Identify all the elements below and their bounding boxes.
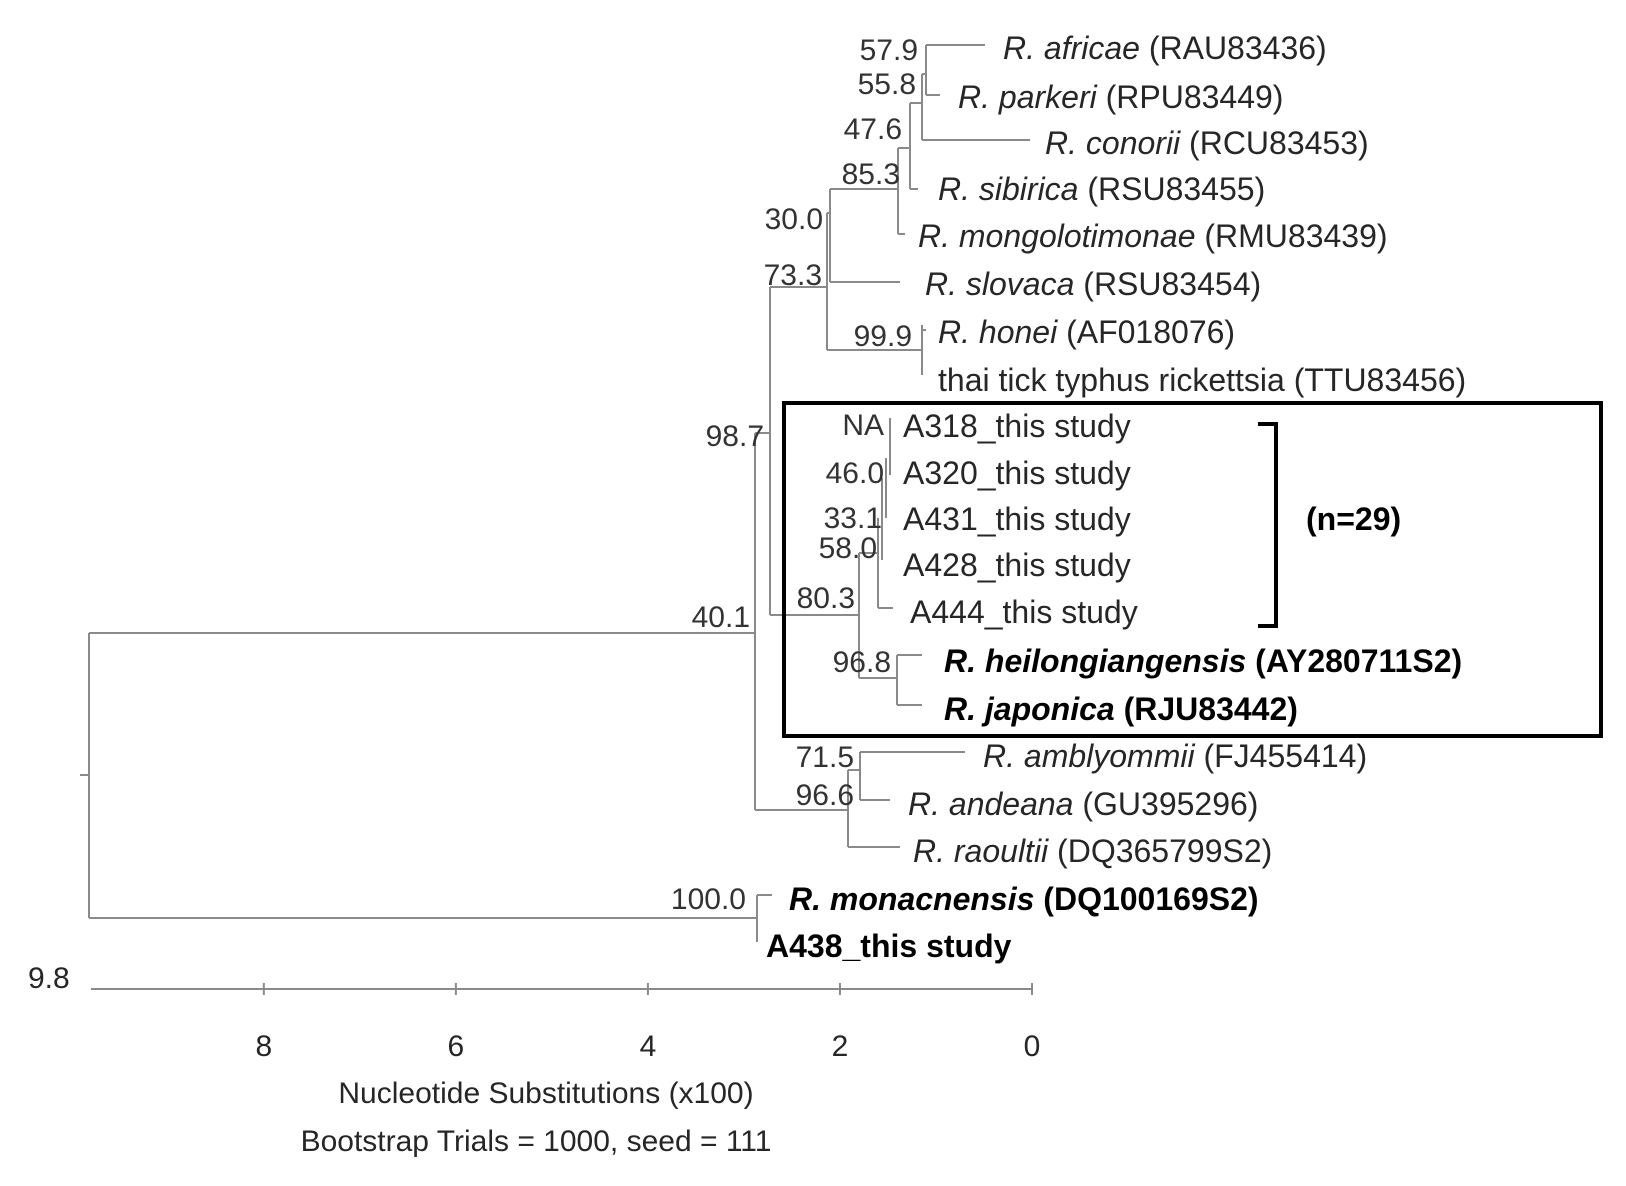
axis-tick-label: 6: [448, 1030, 465, 1063]
taxon-accession: A428_this study: [903, 547, 1131, 583]
axis-tick-label: 8: [255, 1030, 272, 1063]
taxon-label-a444: A444_this study: [910, 594, 1138, 630]
taxon-accession: (RAU83436): [1149, 30, 1327, 66]
taxon-accession: (RSU83455): [1087, 171, 1265, 207]
taxon-label-thai: thai tick typhus rickettsia (TTU83456): [938, 362, 1466, 398]
axis-tick-label: 4: [640, 1030, 657, 1063]
taxon-label-japonica: R. japonica (RJU83442): [944, 691, 1298, 727]
axis-tick-label: 2: [832, 1030, 849, 1063]
taxon-species-name: R. heilongiangensis: [944, 643, 1255, 679]
taxon-species-name: R. mongolotimonae: [918, 218, 1204, 254]
taxon-label-andeana: R. andeana (GU395296): [908, 786, 1258, 822]
axis-ticks: 8 6 4 2 0: [255, 983, 1040, 1063]
taxon-species-name: R. parkeri: [958, 79, 1106, 115]
bootstrap-value: 100.0: [671, 883, 746, 916]
bootstrap-value: 71.5: [796, 741, 854, 774]
taxon-species-name: R. japonica: [944, 691, 1124, 727]
taxon-label-sibirica: R. sibirica (RSU83455): [938, 171, 1265, 207]
taxon-accession: (DQ365799S2): [1057, 833, 1272, 869]
taxon-labels: R. africae (RAU83436) R. parkeri (RPU8344…: [766, 30, 1466, 964]
cluster-label: (n=29): [1306, 501, 1401, 537]
bootstrap-value: 96.6: [796, 779, 854, 812]
cluster-bracket: [1258, 422, 1278, 628]
taxon-label-a438: A438_this study: [766, 928, 1012, 964]
taxon-species-name: R. monacnensis: [789, 881, 1043, 917]
taxon-accession: (RSU83454): [1083, 266, 1261, 302]
taxon-label-mongolotimonae: R. mongolotimonae (RMU83439): [918, 218, 1388, 254]
taxon-label-parkeri: R. parkeri (RPU83449): [958, 79, 1283, 115]
taxon-species-name: R. amblyommii: [983, 738, 1203, 774]
bootstrap-footer: Bootstrap Trials = 1000, seed = 111: [301, 1125, 772, 1158]
bootstrap-value: 46.0: [826, 457, 884, 490]
taxon-label-conorii: R. conorii (RCU83453): [1045, 125, 1369, 161]
axis-tick-label: 0: [1024, 1030, 1041, 1063]
taxon-accession: A444_this study: [910, 594, 1138, 630]
taxon-accession: (RMU83439): [1204, 218, 1387, 254]
taxon-accession: (DQ100169S2): [1043, 881, 1258, 917]
taxon-accession: A431_this study: [903, 501, 1131, 537]
bootstrap-value: 57.9: [860, 34, 918, 67]
taxon-label-monacnensis: R. monacnensis (DQ100169S2): [789, 881, 1259, 917]
taxon-species-name: R. honei: [938, 314, 1066, 350]
taxon-label-a320: A320_this study: [903, 455, 1131, 491]
bootstrap-value: 80.3: [797, 582, 855, 615]
scale-axis: 9.8 8 6 4 2 0 Nucleotide Substitutions (x100…: [28, 962, 1040, 1158]
bootstrap-value: NA: [842, 409, 884, 442]
taxon-accession: A438_this study: [766, 928, 1012, 964]
taxon-species-name: R. africae: [1003, 30, 1149, 66]
taxon-accession: (RCU83453): [1189, 125, 1369, 161]
taxon-label-africae: R. africae (RAU83436): [1003, 30, 1327, 66]
taxon-label-a431: A431_this study: [903, 501, 1131, 537]
bootstrap-value: 73.3: [764, 259, 822, 292]
taxon-species-name: R. conorii: [1045, 125, 1189, 161]
taxon-species-name: R. slovaca: [925, 266, 1083, 302]
bootstrap-value: 96.8: [833, 646, 891, 679]
bootstrap-value: 55.8: [858, 68, 916, 101]
tree-branches: [80, 44, 1030, 942]
taxon-label-a428: A428_this study: [903, 547, 1131, 583]
bootstrap-value: 30.0: [765, 203, 823, 236]
taxon-accession: (AF018076): [1066, 314, 1235, 350]
taxon-accession: (AY280711S2): [1255, 643, 1462, 679]
bootstrap-value: 47.6: [844, 113, 902, 146]
bootstrap-value: 58.0: [819, 532, 877, 565]
taxon-label-heilongiangensis: R. heilongiangensis (AY280711S2): [944, 643, 1462, 679]
highlight-box: [782, 401, 1603, 738]
bootstrap-value: 40.1: [692, 601, 750, 634]
axis-start-label: 9.8: [28, 962, 70, 995]
taxon-species-name: R. raoultii: [913, 833, 1057, 869]
taxon-accession: A318_this study: [903, 408, 1131, 444]
taxon-label-honei: R. honei (AF018076): [938, 314, 1235, 350]
bootstrap-value: 33.1: [824, 502, 882, 535]
bootstrap-value: 99.9: [854, 320, 912, 353]
bootstrap-value: 85.3: [842, 158, 900, 191]
taxon-accession: (GU395296): [1082, 786, 1258, 822]
taxon-accession: (RPU83449): [1106, 79, 1284, 115]
taxon-label-slovaca: R. slovaca (RSU83454): [925, 266, 1261, 302]
bootstrap-value: 98.7: [706, 420, 764, 453]
taxon-species-name: R. sibirica: [938, 171, 1087, 207]
taxon-accession: thai tick typhus rickettsia (TTU83456): [938, 362, 1466, 398]
taxon-label-amblyommii: R. amblyommii (FJ455414): [983, 738, 1367, 774]
taxon-label-a318: A318_this study: [903, 408, 1131, 444]
taxon-label-raoultii: R. raoultii (DQ365799S2): [913, 833, 1272, 869]
bootstrap-values: 57.955.8 47.6 85.3 30.0 73.3 99.9NA 46.0 33.158…: [671, 34, 918, 916]
taxon-species-name: R. andeana: [908, 786, 1082, 822]
taxon-accession: (RJU83442): [1124, 691, 1298, 727]
taxon-accession: A320_this study: [903, 455, 1131, 491]
axis-title: Nucleotide Substitutions (x100): [338, 1077, 753, 1110]
taxon-accession: (FJ455414): [1203, 738, 1367, 774]
